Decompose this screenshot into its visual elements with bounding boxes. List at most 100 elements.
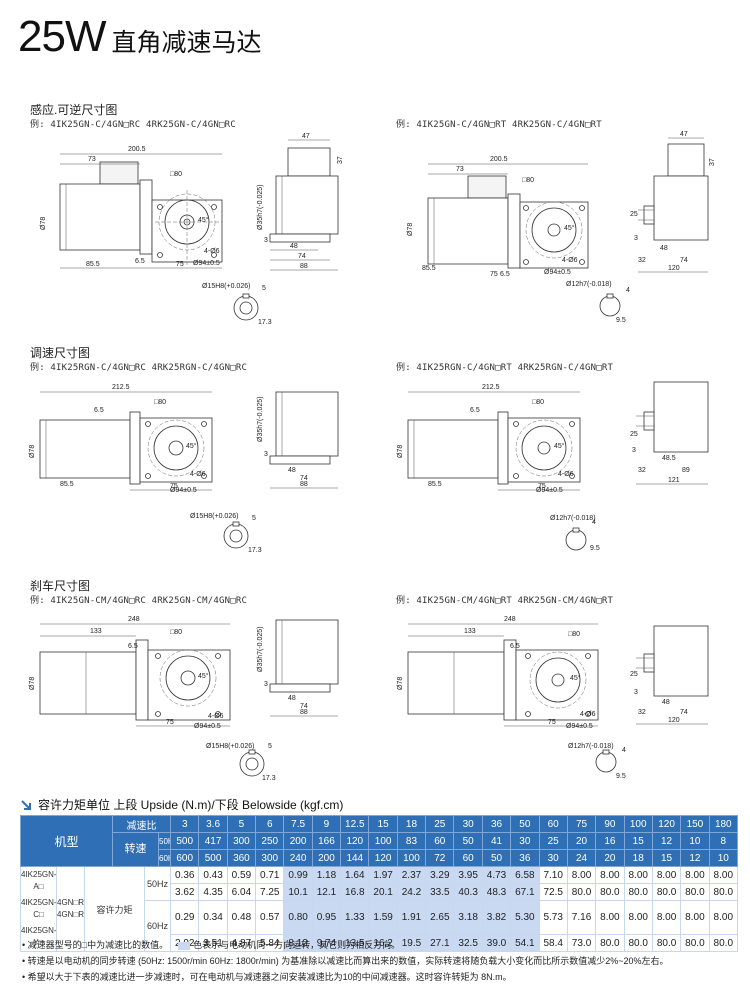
torque-50-nm-cell: 1.97 [368, 866, 398, 884]
torque-60-nm-cell: 0.48 [226, 900, 257, 935]
speed-60-cell: 50 [481, 849, 512, 867]
speed-50-cell: 300 [226, 832, 257, 850]
torque-50-kgf-cell: 80.0 [680, 883, 710, 901]
model-names: 4IK25GN-A□4IK25GN-C□4IK25GN-Y□ [20, 866, 57, 952]
dim-4: 4 [626, 287, 630, 294]
terminal-box [99, 161, 139, 185]
dim-3: 3 [264, 237, 268, 244]
torque-50-nm-cell: 0.43 [198, 866, 228, 884]
dim-75: 75 [490, 271, 498, 278]
dim-85-5: 85.5 [86, 261, 100, 268]
torque-60-kgf-cell: 8.12 [283, 934, 313, 952]
dim-5: 5 [252, 515, 256, 522]
dim-9-5: 9.5 [616, 317, 626, 324]
arrow-down-right-icon [21, 799, 31, 810]
torque-50-kgf-cell: 80.0 [595, 883, 625, 901]
dim-48-5: 48.5 [662, 455, 676, 462]
torque-60-nm-cell: 7.16 [566, 900, 597, 935]
torque-50-kgf-cell: 16.8 [340, 883, 370, 901]
gear-name: 4GN□RT [57, 910, 84, 919]
model-name: 4IK25GN-C□ [21, 898, 57, 919]
speed-60-cell: 600 [170, 849, 200, 867]
dim-78: Ø78 [407, 223, 414, 236]
dim-6-5: 6.5 [128, 643, 138, 650]
dim-17-3: 17.3 [262, 775, 276, 782]
speed-60-cell: 20 [595, 849, 625, 867]
ratio-cell: 50 [510, 815, 540, 833]
torque-60-kgf-cell: 80.0 [623, 934, 653, 952]
ratio-cell: 9 [311, 815, 342, 833]
torque-50-kgf-cell: 80.0 [566, 883, 597, 901]
dim-37: 37 [337, 156, 344, 164]
dim-94: Ø94±0.5 [536, 487, 563, 494]
speed-60-cell: 15 [651, 849, 682, 867]
dim-32: 32 [638, 709, 646, 716]
dim-120: 120 [668, 265, 680, 272]
torque-50-kgf-cell: 80.0 [708, 883, 739, 901]
dim-6-5: 6.5 [500, 271, 510, 278]
speed-50-cell: 83 [396, 832, 427, 850]
torque-50-nm-cell: 0.36 [170, 866, 200, 884]
dim-15h8: Ø15H8(+0.026) [202, 283, 250, 290]
dim-9-5: 9.5 [590, 545, 600, 552]
dim-15h8: Ø15H8(+0.026) [190, 513, 238, 520]
speed-60-cell: 60 [453, 849, 483, 867]
notes: • 减速器型号的□中为减速比的数值。色表示与电动机同一方向运转，其它则为相反方向… [22, 937, 669, 985]
torque-50-nm-cell: 8.00 [623, 866, 653, 884]
torque-60-kgf-cell: 27.1 [425, 934, 455, 952]
section-model-standard-left: 例: 4IK25GN-C/4GN□RC 4RK25GN-C/4GN□RC [30, 120, 236, 130]
dim-12h7: Ø12h7(-0.018) [566, 281, 612, 288]
dim-48: 48 [288, 467, 296, 474]
speed-60-cell: 10 [708, 849, 739, 867]
torque-50-nm-cell: 8.00 [680, 866, 710, 884]
drawing-speed-rc: 212.5 □80 6.5 Ø78 85.5 75 4-Ø6 Ø94±0.5 4… [29, 384, 339, 554]
torque-60-kgf-cell: 9.74 [311, 934, 342, 952]
torque-50-kgf-cell: 20.1 [368, 883, 398, 901]
dim-4-6: 4-Ø6 [558, 471, 574, 478]
ratio-cell: 5 [226, 815, 257, 833]
dim-6-5: 6.5 [510, 643, 520, 650]
speed-50-cell: 8 [708, 832, 739, 850]
dim-6-5: 6.5 [135, 258, 145, 265]
section-heading-standard: 感应.可逆尺寸图 [30, 103, 118, 117]
ratio-cell: 120 [651, 815, 682, 833]
torque-50-kgf-cell: 24.2 [396, 883, 427, 901]
title-power: 25W [18, 12, 106, 61]
dim-94: Ø94±0.5 [193, 260, 220, 267]
dim-35h7: Ø35h7(-0.025) [257, 184, 264, 230]
header-ratio: 减速比 [112, 815, 172, 833]
dim-88: 88 [300, 709, 308, 716]
torque-60-nm-cell: 0.34 [198, 900, 228, 935]
table-row: 2.923.514.875.848.129.7413.516.219.527.1… [21, 934, 739, 952]
speed-50-cell: 16 [595, 832, 625, 850]
ratio-cell: 36 [481, 815, 512, 833]
dim-75: 75 [170, 483, 178, 490]
dim-17-3: 17.3 [248, 547, 262, 554]
dim-4: 4 [622, 747, 626, 754]
note-1: • 减速器型号的□中为减速比的数值。色表示与电动机同一方向运转，其它则为相反方向… [22, 940, 401, 950]
dim-45: 45° [570, 674, 581, 682]
dim-80: □80 [568, 631, 580, 638]
ratio-cell: 100 [623, 815, 653, 833]
speed-50-cell: 100 [368, 832, 398, 850]
speed-50-cell: 25 [538, 832, 568, 850]
torque-50-kgf-cell: 7.25 [255, 883, 285, 901]
speed-60-cell: 30 [538, 849, 568, 867]
dim-47: 47 [680, 131, 688, 138]
dim-75: 75 [548, 719, 556, 726]
torque-60-nm-cell: 0.80 [283, 900, 313, 935]
torque-60-nm-cell: 5.30 [510, 900, 540, 935]
dim-121: 121 [668, 477, 680, 484]
dim-89: 89 [682, 467, 690, 474]
torque-60-kgf-cell: 54.1 [510, 934, 540, 952]
header-model: 机型 [19, 815, 114, 867]
dim-85-5: 85.5 [428, 481, 442, 488]
speed-60-cell: 24 [566, 849, 597, 867]
torque-60-kgf-cell: 16.2 [368, 934, 398, 952]
ratio-cell: 3 [170, 815, 200, 833]
torque-50-kgf-cell: 72.5 [538, 883, 568, 901]
speed-60-cell: 36 [510, 849, 540, 867]
dim-94: Ø94±0.5 [194, 723, 221, 730]
speed-50-cell: 250 [255, 832, 285, 850]
section-model-standard-right: 例: 4IK25GN-C/4GN□RT 4RK25GN-C/4GN□RT [396, 120, 602, 130]
